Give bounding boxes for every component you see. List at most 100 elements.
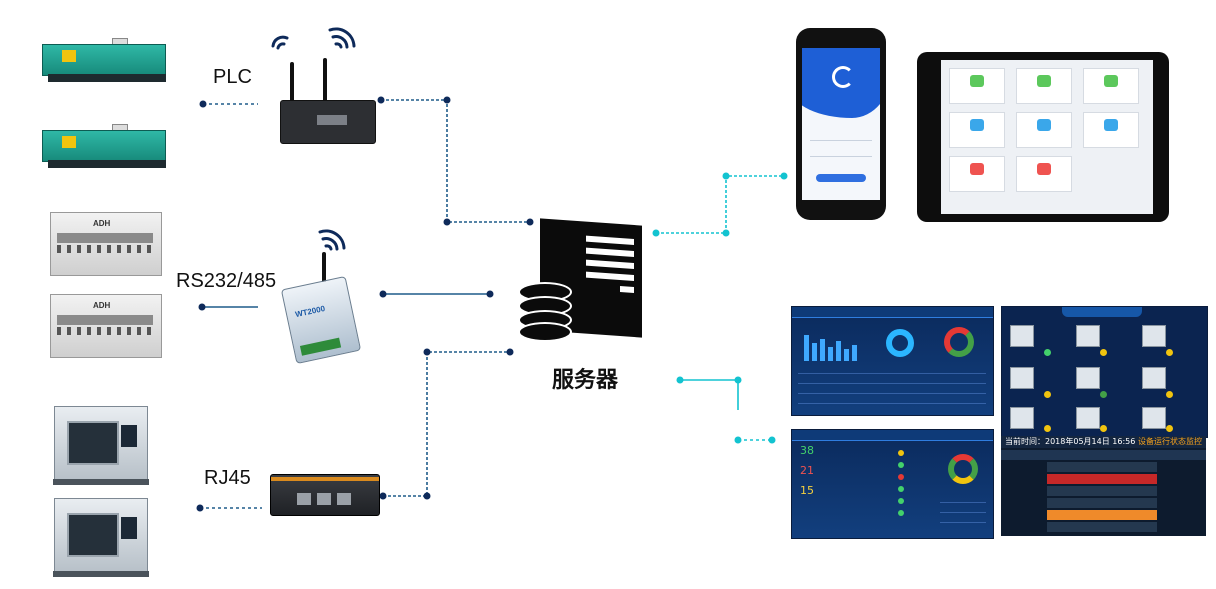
blade	[57, 233, 153, 243]
donut-chart	[948, 454, 978, 484]
dot	[443, 96, 451, 104]
password-field	[810, 156, 872, 157]
dot	[768, 436, 776, 444]
machine-body	[42, 130, 166, 162]
cnc-machine	[53, 406, 149, 485]
table-row	[798, 383, 986, 384]
rj45-port	[317, 493, 331, 505]
app-icon	[1104, 75, 1118, 87]
rj45-server-link	[383, 351, 510, 497]
username-field	[810, 140, 872, 141]
process-dashboard: 当前时间：2018年05月14日 16:56 设备运行状态监控	[1001, 436, 1206, 536]
machine-tile	[1142, 325, 1166, 347]
drive-slot	[586, 247, 634, 258]
app-icon	[970, 75, 984, 87]
clamps	[57, 327, 153, 335]
plc-label: PLC	[213, 66, 252, 88]
app-icon	[1037, 75, 1051, 87]
app-tile	[949, 156, 1005, 192]
drive-slot	[586, 259, 634, 270]
table-row	[798, 393, 986, 394]
dot	[734, 376, 742, 384]
dot	[377, 96, 385, 104]
warning-row	[1047, 510, 1157, 520]
drive-slot	[620, 286, 634, 294]
chart-bar	[844, 349, 849, 361]
status-light	[1100, 349, 1107, 356]
status-light	[1044, 425, 1051, 432]
alarm-row	[1047, 474, 1157, 484]
table-row	[1001, 450, 1206, 460]
dot	[722, 172, 730, 180]
blade	[57, 315, 153, 325]
status-strip	[1001, 436, 1206, 448]
device-model: WT2000	[294, 304, 326, 320]
plc-server-link	[381, 99, 530, 223]
status-title: 设备运行状态监控	[1138, 437, 1202, 446]
control-panel	[62, 136, 76, 148]
drive-slot	[586, 235, 634, 246]
control-panel	[62, 50, 76, 62]
table-row	[1047, 498, 1157, 508]
machine-body	[42, 44, 166, 76]
machine-tile	[1010, 367, 1034, 389]
status-light	[1044, 391, 1051, 398]
device-links	[200, 103, 262, 509]
wifi-icon	[318, 229, 346, 251]
dot	[198, 303, 206, 311]
dashboard-header	[1062, 307, 1142, 317]
app-tile	[1083, 68, 1139, 104]
injection-molding-machine	[42, 124, 172, 174]
donut-chart	[944, 327, 974, 357]
machine-base	[53, 571, 149, 577]
current-time: 当前时间：2018年05月14日 16:56	[1005, 437, 1136, 446]
table-row	[940, 522, 986, 523]
antenna	[290, 62, 294, 102]
serial-port	[317, 115, 347, 125]
shearing-machine: ADH	[50, 294, 162, 358]
machine-base	[48, 160, 166, 168]
status-light	[1100, 391, 1107, 398]
control-screen	[121, 425, 137, 447]
dashboard-header	[792, 430, 993, 441]
dot	[379, 290, 387, 298]
serial-label: RS232/485	[176, 270, 277, 292]
machine-tile	[1076, 325, 1100, 347]
server-label: 服务器	[552, 368, 619, 393]
machine-tile	[1142, 367, 1166, 389]
dot	[486, 290, 494, 298]
database-icon	[518, 282, 572, 342]
control-screen	[121, 517, 137, 539]
injection-molding-machine	[42, 38, 172, 88]
app-icon	[1037, 163, 1051, 175]
dot	[443, 218, 451, 226]
cnc-machine	[53, 498, 149, 577]
status-light	[898, 498, 904, 504]
machine-base	[48, 74, 166, 82]
chart-bar	[820, 339, 825, 361]
status-light	[1044, 349, 1051, 356]
dot	[780, 172, 788, 180]
table-row	[798, 373, 986, 374]
dashboard-header	[792, 307, 993, 318]
mobile-client-link	[656, 175, 784, 234]
dot	[506, 348, 514, 356]
client-links	[656, 175, 784, 441]
app-tile	[1016, 68, 1072, 104]
status-light	[898, 486, 904, 492]
status-light	[898, 450, 904, 456]
idle-count: 15	[800, 484, 814, 497]
drive-slot	[586, 271, 634, 282]
machine-tile	[1010, 407, 1034, 429]
dot	[423, 348, 431, 356]
wifi-icon	[328, 27, 356, 49]
terminal-block	[299, 337, 342, 356]
dot	[652, 229, 660, 237]
machine-tile	[1076, 367, 1100, 389]
status-light	[1166, 425, 1173, 432]
status-light	[1100, 425, 1107, 432]
clamps	[57, 245, 153, 253]
rj45-label: RJ45	[204, 467, 251, 489]
dot	[196, 504, 204, 512]
